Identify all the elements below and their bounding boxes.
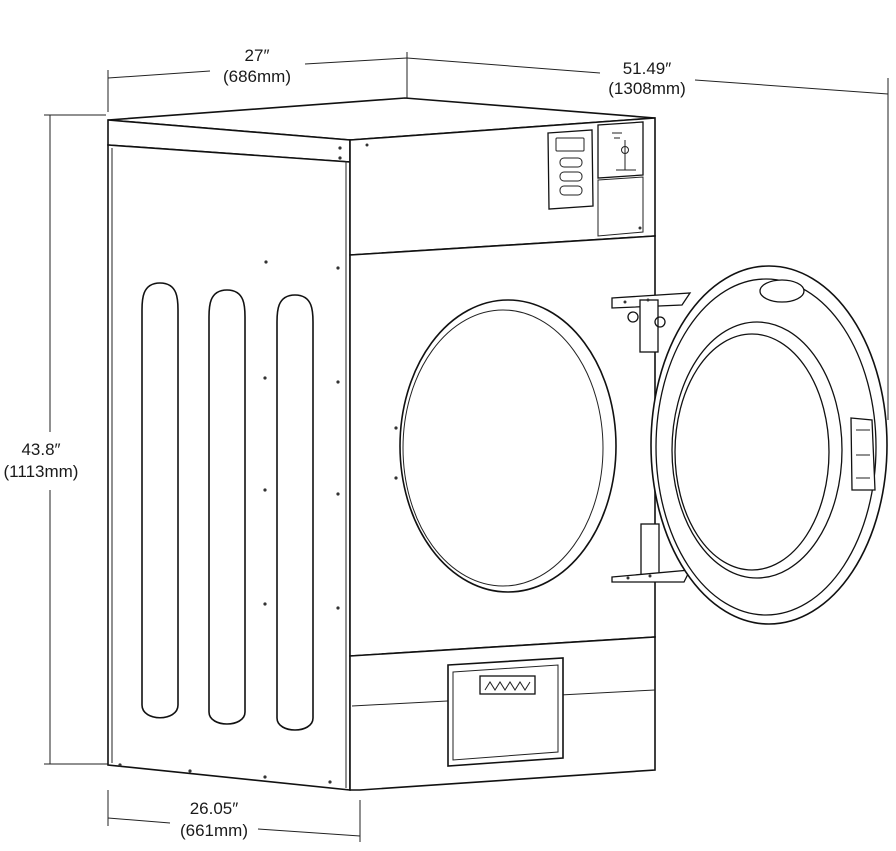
door-handle [850, 417, 876, 491]
door-vent [759, 279, 805, 303]
width-imperial-label: 27″ [245, 46, 270, 65]
front-panel [349, 235, 656, 657]
keypad [547, 129, 594, 210]
width-metric-label: (686mm) [223, 67, 291, 86]
lower-hinge [611, 523, 692, 583]
open-door [611, 265, 888, 625]
depth-imperial-label: 26.05″ [190, 799, 239, 818]
height-imperial-label: 43.8″ [21, 440, 60, 459]
dimension-lines [44, 52, 889, 842]
dimension-labels: 27″ (686mm) 51.49″ (1308mm) 43.8″ (1113m… [4, 46, 686, 840]
door-glass [674, 333, 830, 571]
depth-open-imperial-label: 51.49″ [623, 59, 672, 78]
side-screws [118, 146, 342, 784]
side-vent-slots [141, 282, 314, 731]
coin-box [597, 121, 644, 237]
depth-open-metric-label: (1308mm) [608, 79, 685, 98]
door-opening [399, 299, 617, 593]
upper-hinge [611, 292, 692, 353]
height-metric-label: (1113mm) [4, 462, 79, 481]
lint-drawer [447, 657, 564, 767]
dryer-cabinet [107, 97, 656, 791]
depth-metric-label: (661mm) [180, 821, 248, 840]
